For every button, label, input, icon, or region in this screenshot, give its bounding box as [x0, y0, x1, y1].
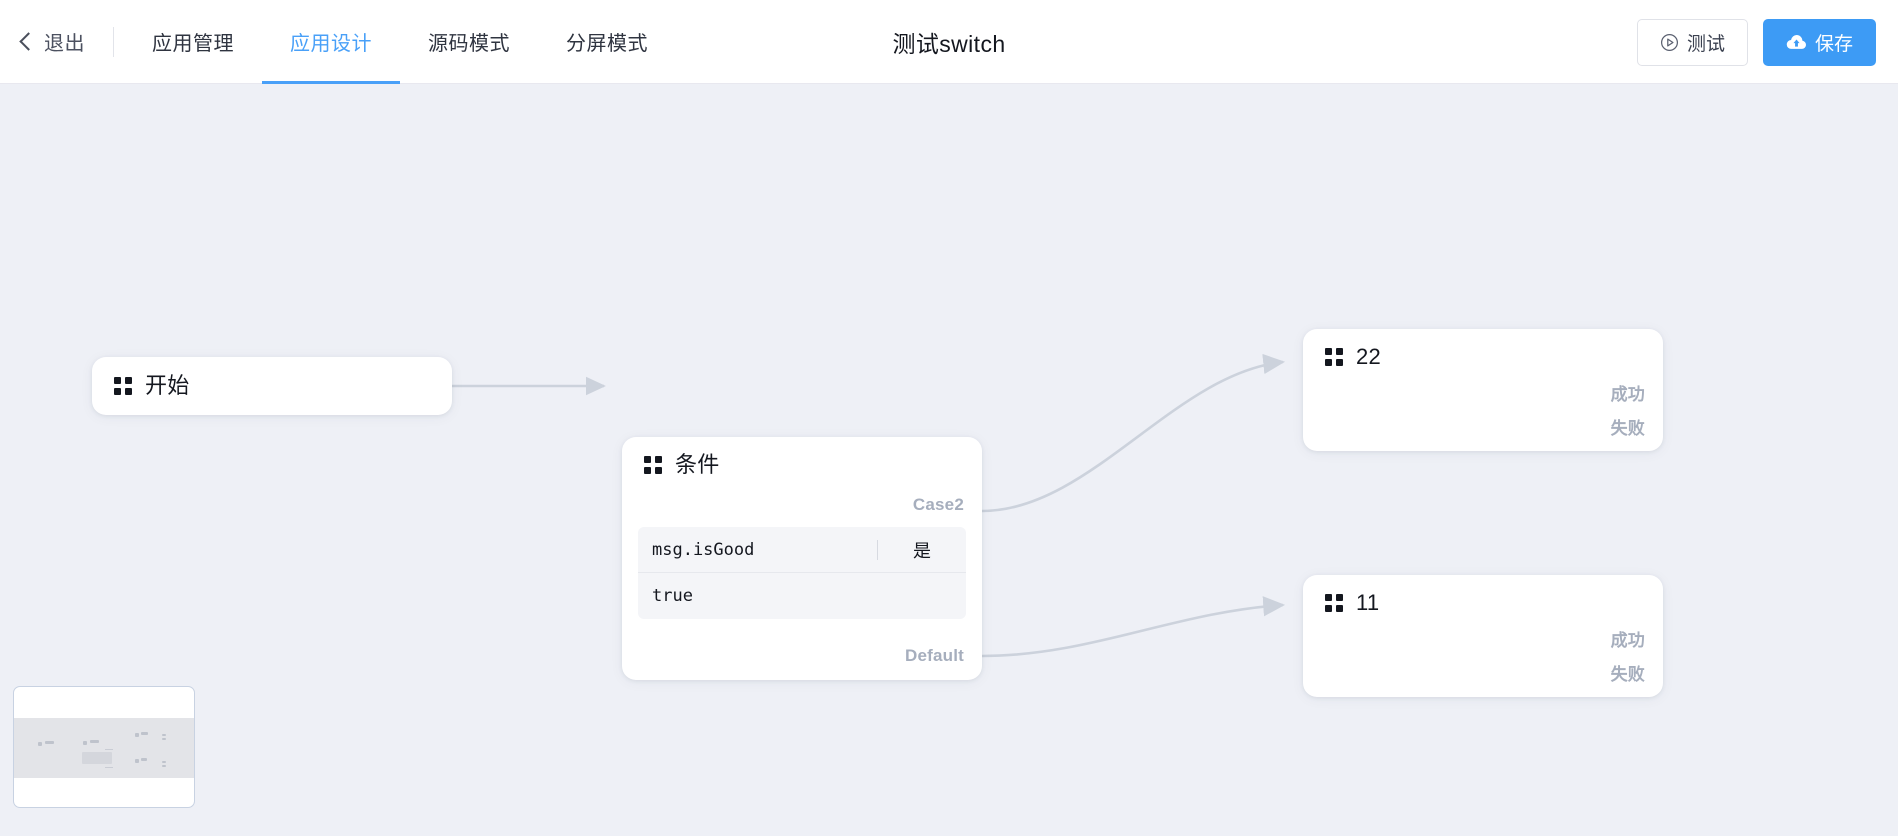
minimap-node-panel — [82, 752, 112, 764]
play-circle-icon — [1660, 33, 1679, 52]
condition-row-value: true — [638, 573, 966, 619]
flow-edges — [452, 353, 1286, 658]
minimap-node — [83, 741, 87, 745]
port-case2[interactable]: Case2 — [912, 495, 964, 514]
edge-case2-to-22 — [981, 353, 1286, 513]
tab-source-mode[interactable]: 源码模式 — [400, 0, 538, 84]
cloud-upload-icon — [1786, 34, 1807, 51]
port-failure[interactable]: 失败 — [1610, 665, 1645, 684]
tab-label: 应用设计 — [290, 33, 372, 55]
condition-key: msg.isGood — [652, 539, 755, 560]
minimap-node — [162, 761, 166, 763]
tab-label: 源码模式 — [428, 33, 510, 55]
grid-2x2-icon — [1325, 594, 1343, 612]
test-button-label: 测试 — [1686, 33, 1725, 55]
port-failure[interactable]: 失败 — [1610, 419, 1645, 438]
minimap-node — [162, 765, 166, 767]
node-title: 开始 — [145, 373, 190, 398]
flow-node-11[interactable]: 11 成功 失败 — [1303, 575, 1663, 697]
node-title: 条件 — [675, 452, 720, 477]
minimap-node — [141, 732, 148, 735]
chevron-left-icon — [19, 32, 38, 51]
port-success[interactable]: 成功 — [1610, 385, 1645, 404]
cell-divider — [877, 539, 878, 560]
flow-canvas[interactable]: 开始 条件 Case2 msg.isGood 是 true Default 22… — [0, 85, 1898, 836]
grid-2x2-icon — [114, 377, 132, 395]
header-divider — [113, 26, 114, 57]
save-button[interactable]: 保存 — [1762, 18, 1876, 66]
node-header: 22 — [1303, 329, 1663, 368]
minimap-node — [162, 734, 166, 736]
minimap-node — [141, 758, 147, 761]
app-header: 退出 应用管理 应用设计 源码模式 分屏模式 测试switch 测试 — [0, 0, 1898, 84]
flow-node-22[interactable]: 22 成功 失败 — [1303, 329, 1663, 451]
condition-table: msg.isGood 是 true — [638, 527, 966, 619]
minimap-node — [45, 741, 54, 744]
tab-split-mode[interactable]: 分屏模式 — [538, 0, 676, 84]
node-title: 22 — [1356, 344, 1382, 369]
minimap-node — [90, 740, 99, 743]
minimap-viewport — [14, 718, 194, 778]
tab-label: 分屏模式 — [566, 33, 648, 55]
node-header: 开始 — [92, 357, 452, 397]
minimap-node — [135, 759, 139, 763]
grid-2x2-icon — [1325, 348, 1343, 366]
test-button[interactable]: 测试 — [1636, 18, 1748, 66]
minimap-edge — [105, 749, 113, 750]
page-title-text: 测试switch — [892, 31, 1006, 57]
header-actions: 测试 保存 — [1636, 0, 1876, 84]
node-title: 11 — [1356, 590, 1380, 615]
minimap-node — [135, 733, 139, 737]
port-default[interactable]: Default — [904, 646, 964, 665]
exit-button[interactable]: 退出 — [19, 0, 85, 84]
node-header: 11 — [1303, 575, 1663, 614]
tab-label: 应用管理 — [152, 33, 234, 55]
exit-button-label: 退出 — [44, 33, 85, 55]
save-button-label: 保存 — [1814, 33, 1853, 55]
grid-2x2-icon — [644, 456, 662, 474]
tab-app-management[interactable]: 应用管理 — [124, 0, 262, 84]
header-tabs: 应用管理 应用设计 源码模式 分屏模式 — [124, 0, 676, 84]
condition-value: true — [652, 586, 693, 606]
port-success[interactable]: 成功 — [1610, 631, 1645, 650]
flow-minimap[interactable] — [13, 686, 195, 808]
flow-node-condition[interactable]: 条件 Case2 msg.isGood 是 true Default — [622, 437, 982, 680]
minimap-node — [162, 738, 166, 740]
minimap-node — [38, 742, 42, 746]
edge-default-to-11 — [981, 596, 1286, 658]
tab-app-design[interactable]: 应用设计 — [262, 0, 400, 84]
condition-row-key: msg.isGood 是 — [638, 527, 966, 573]
node-header: 条件 — [622, 437, 982, 476]
minimap-edge — [105, 767, 113, 768]
flow-node-start[interactable]: 开始 — [92, 357, 452, 415]
condition-operator: 是 — [913, 540, 931, 561]
